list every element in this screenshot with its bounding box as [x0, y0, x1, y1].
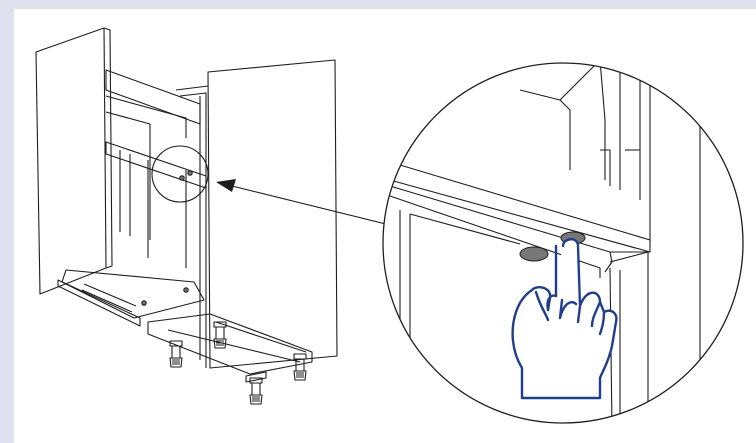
- bottom-tray: [61, 269, 205, 319]
- foot: [249, 377, 263, 405]
- plinth-lines: [167, 321, 307, 363]
- tray-hole: [141, 300, 147, 306]
- cabinet-feet: [169, 321, 307, 405]
- rail-hole: [179, 175, 185, 181]
- release-button-left: [519, 246, 549, 262]
- drawer-front-panel: [35, 27, 107, 295]
- drawer-front-edge: [103, 27, 113, 269]
- foot: [213, 321, 227, 349]
- foot-bracket: [245, 371, 267, 383]
- side-runner: [119, 150, 131, 236]
- tray-hole: [183, 287, 189, 293]
- upper-frame: [519, 89, 571, 170]
- upper-rail: [105, 69, 201, 125]
- arrow-head: [216, 179, 236, 192]
- pointing-hand-icon: [511, 238, 618, 400]
- bottom-runner: [57, 279, 141, 327]
- base-plinth: [147, 313, 313, 375]
- middle-rail: [105, 141, 207, 189]
- magnified-view-border: [382, 62, 744, 424]
- top-border-band: [0, 0, 756, 9]
- cabinet: [35, 27, 338, 375]
- left-border-band: [0, 0, 14, 443]
- upper-rail-2: [105, 95, 187, 138]
- inner-panel-top: [409, 213, 521, 245]
- rail-lower-line: [105, 111, 151, 240]
- leader-arrow: [216, 179, 395, 227]
- cabinet-back-panel: [207, 59, 338, 369]
- bottom-runner-detail: [81, 283, 137, 313]
- side-panel: [609, 251, 649, 423]
- rail-hole: [187, 170, 193, 176]
- cabinet-inner-frame: [175, 85, 209, 368]
- detail-marker-circle: [151, 145, 209, 203]
- drawer-divider: [147, 160, 187, 268]
- foot: [169, 340, 183, 368]
- foot: [293, 353, 307, 381]
- hand-outline: [511, 238, 618, 400]
- leader-line: [231, 185, 395, 227]
